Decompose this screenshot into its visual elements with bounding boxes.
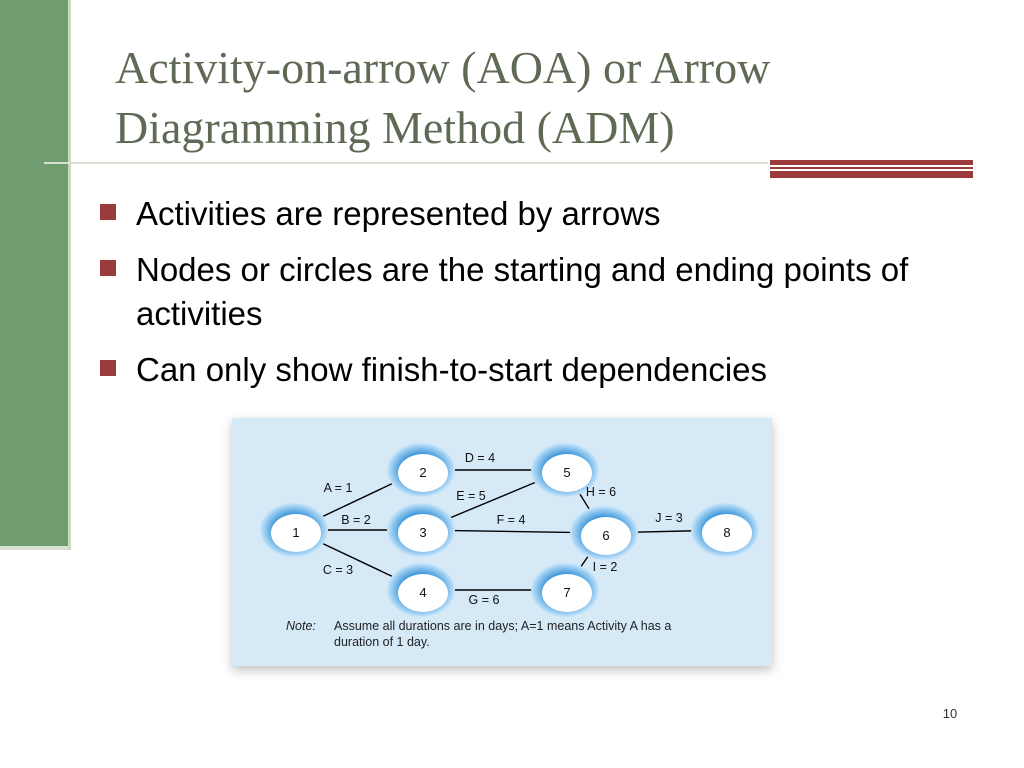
activity-arrow bbox=[442, 478, 545, 522]
node-number: 4 bbox=[419, 585, 426, 600]
aoa-network-figure: 1 2 3 4 5 6 7 8 A = 1 B = 2 C = 3 D = 4 E = 5 F = 4 G… bbox=[232, 418, 772, 666]
network-node: 2 bbox=[387, 443, 455, 497]
network-node: 6 bbox=[570, 506, 638, 560]
title-rule bbox=[44, 162, 768, 164]
activity-label: B = 2 bbox=[341, 513, 371, 527]
bullet-square-icon bbox=[100, 204, 116, 220]
activity-label: D = 4 bbox=[465, 451, 495, 465]
note-text-line1: Assume all durations are in days; A=1 me… bbox=[334, 619, 671, 633]
bullet-item: Activities are represented by arrows bbox=[98, 192, 938, 236]
note-text-line2: duration of 1 day. bbox=[334, 635, 430, 649]
node-number: 3 bbox=[419, 525, 426, 540]
note-label: Note: bbox=[286, 619, 316, 633]
slide-title: Activity-on-arrow (AOA) or Arrow Diagram… bbox=[115, 42, 771, 153]
network-node: 3 bbox=[387, 503, 455, 557]
node-number: 7 bbox=[563, 585, 570, 600]
node-number: 2 bbox=[419, 465, 426, 480]
bullet-item: Nodes or circles are the starting and en… bbox=[98, 248, 938, 336]
activity-arrow bbox=[445, 528, 581, 537]
bullet-list: Activities are represented by arrows Nod… bbox=[98, 192, 938, 404]
network-node: 5 bbox=[531, 443, 599, 497]
aoa-network-diagram: 1 2 3 4 5 6 7 8 A = 1 B = 2 C = 3 D = 4 E = 5 F = 4 G… bbox=[260, 443, 759, 649]
bullet-text: Activities are represented by arrows bbox=[136, 195, 661, 232]
activity-label: I = 2 bbox=[593, 560, 618, 574]
node-number: 6 bbox=[602, 528, 609, 543]
bullet-text: Nodes or circles are the starting and en… bbox=[136, 251, 909, 332]
node-number: 1 bbox=[292, 525, 299, 540]
bullet-item: Can only show finish-to-start dependenci… bbox=[98, 348, 938, 392]
activity-label: A = 1 bbox=[324, 481, 353, 495]
node-number: 8 bbox=[723, 525, 730, 540]
side-band bbox=[0, 0, 68, 546]
accent-bar bbox=[770, 160, 973, 165]
activity-label: E = 5 bbox=[456, 489, 486, 503]
network-node: 8 bbox=[691, 503, 759, 557]
accent-bar bbox=[770, 171, 973, 178]
activity-label: J = 3 bbox=[655, 511, 682, 525]
page-number: 10 bbox=[942, 706, 958, 721]
bullet-text: Can only show finish-to-start dependenci… bbox=[136, 351, 768, 388]
bullet-square-icon bbox=[100, 260, 116, 276]
network-node: 4 bbox=[387, 563, 455, 617]
activity-arrow bbox=[314, 539, 401, 581]
activity-label: F = 4 bbox=[497, 513, 526, 527]
activity-label: H = 6 bbox=[586, 485, 616, 499]
side-band-edge bbox=[68, 0, 71, 550]
side-band-shadow bbox=[0, 546, 68, 550]
node-number: 5 bbox=[563, 465, 570, 480]
activity-arrow bbox=[314, 479, 401, 521]
activity-label: C = 3 bbox=[323, 563, 353, 577]
activity-label: G = 6 bbox=[469, 593, 500, 607]
network-node: 7 bbox=[531, 563, 599, 617]
activity-arrow bbox=[628, 526, 702, 535]
accent-bar bbox=[770, 167, 973, 169]
network-node: 1 bbox=[260, 503, 328, 557]
bullet-square-icon bbox=[100, 360, 116, 376]
